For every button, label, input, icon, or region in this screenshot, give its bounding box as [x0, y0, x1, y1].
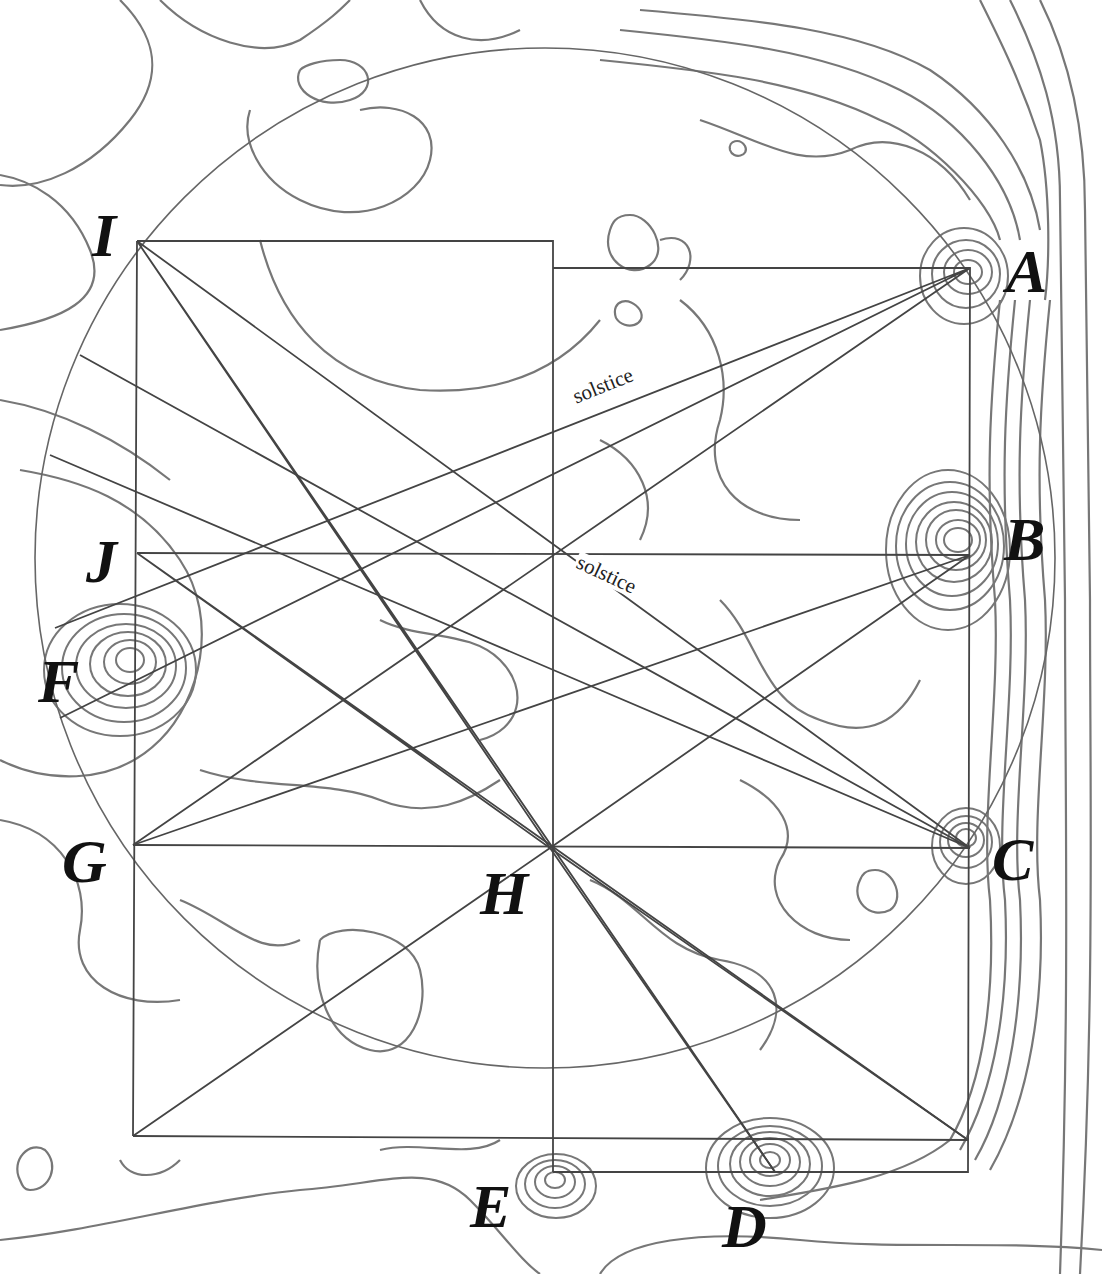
- point-label: E: [470, 1175, 511, 1237]
- point-label: F: [38, 650, 79, 712]
- point-label: G: [62, 830, 107, 892]
- geometric-overlay: [35, 48, 1055, 1172]
- alignment-label: solstice: [568, 364, 638, 409]
- alignment-label: solstice: [572, 551, 642, 598]
- point-label: D: [722, 1195, 767, 1257]
- point-label: J: [86, 530, 117, 592]
- mound-contours: [44, 228, 1010, 1218]
- point-label: B: [1004, 508, 1045, 570]
- point-label: I: [92, 204, 116, 266]
- point-label: H: [480, 862, 528, 924]
- point-label: C: [992, 828, 1033, 890]
- point-label: A: [1006, 240, 1047, 302]
